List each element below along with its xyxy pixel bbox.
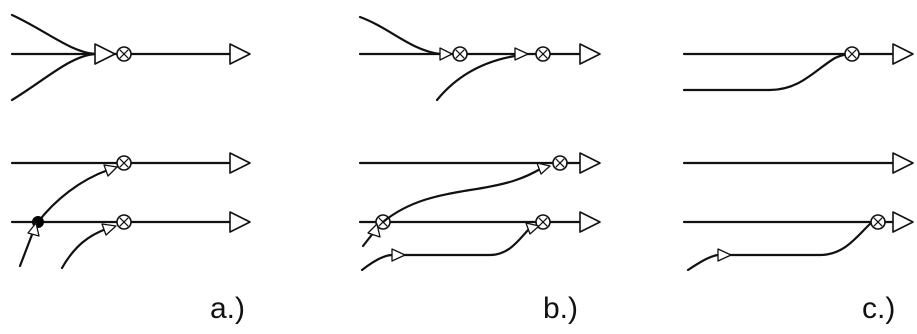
lane-end-arrow (892, 211, 914, 233)
incoming-lane-upper (358, 15, 442, 56)
junction-node (116, 46, 132, 62)
lane-end-arrow (892, 152, 914, 174)
incoming-lane-upper (10, 13, 97, 56)
merge-arrow (94, 43, 116, 65)
feeder-arrow (103, 164, 118, 177)
feeder-arrow (536, 162, 551, 175)
panel-a: a.) (10, 13, 251, 325)
lane-end-arrow (579, 43, 601, 65)
entry-ramp (18, 230, 35, 268)
panel-a-bottom-lanes (10, 152, 251, 270)
bottom-feeder (686, 222, 872, 272)
lane-end-arrow (229, 152, 251, 174)
panel-a-top-merge (10, 13, 251, 102)
panel-a-label: a.) (210, 292, 245, 325)
panel-b: b.) (358, 15, 601, 325)
incoming-lane-lower (435, 54, 517, 102)
panel-c-top-merge (682, 43, 914, 92)
entry-arrow (27, 222, 40, 237)
bottom-feeder-arrow (391, 248, 406, 262)
junction-node (844, 46, 860, 62)
panel-b-label: b.) (543, 292, 578, 325)
lane-end-arrow (579, 152, 601, 174)
lane-end-arrow (229, 211, 251, 233)
lane-end-arrow (229, 43, 251, 65)
junction-node (535, 46, 551, 62)
merge-arrow-small (514, 47, 529, 61)
panel-b-top-merge (358, 15, 601, 102)
feeder-arrow (101, 223, 117, 236)
junction-node (552, 155, 568, 171)
bottom-feeder-arrow (717, 248, 732, 262)
panel-c-label: c.) (862, 292, 895, 325)
panel-b-bottom-lanes (358, 152, 601, 272)
panel-c: c.) (682, 43, 914, 325)
merging-lane (682, 52, 854, 92)
feeder-arrow (525, 222, 540, 235)
merge-arrow-small (439, 47, 453, 61)
feeder-curve-to-upper (36, 168, 110, 224)
bottom-feeder (360, 226, 532, 272)
feeder-curve-to-lower (60, 227, 108, 270)
junction-node (452, 46, 468, 62)
junction-node (116, 214, 132, 230)
crossover-curve (381, 166, 544, 224)
lane-end-arrow (579, 211, 601, 233)
junction-node (870, 214, 886, 230)
lane-end-arrow (892, 43, 914, 65)
panel-c-bottom-lanes (682, 152, 914, 272)
junction-node (116, 155, 132, 171)
entry-arrow (367, 223, 381, 238)
incoming-lane-lower (10, 52, 97, 102)
